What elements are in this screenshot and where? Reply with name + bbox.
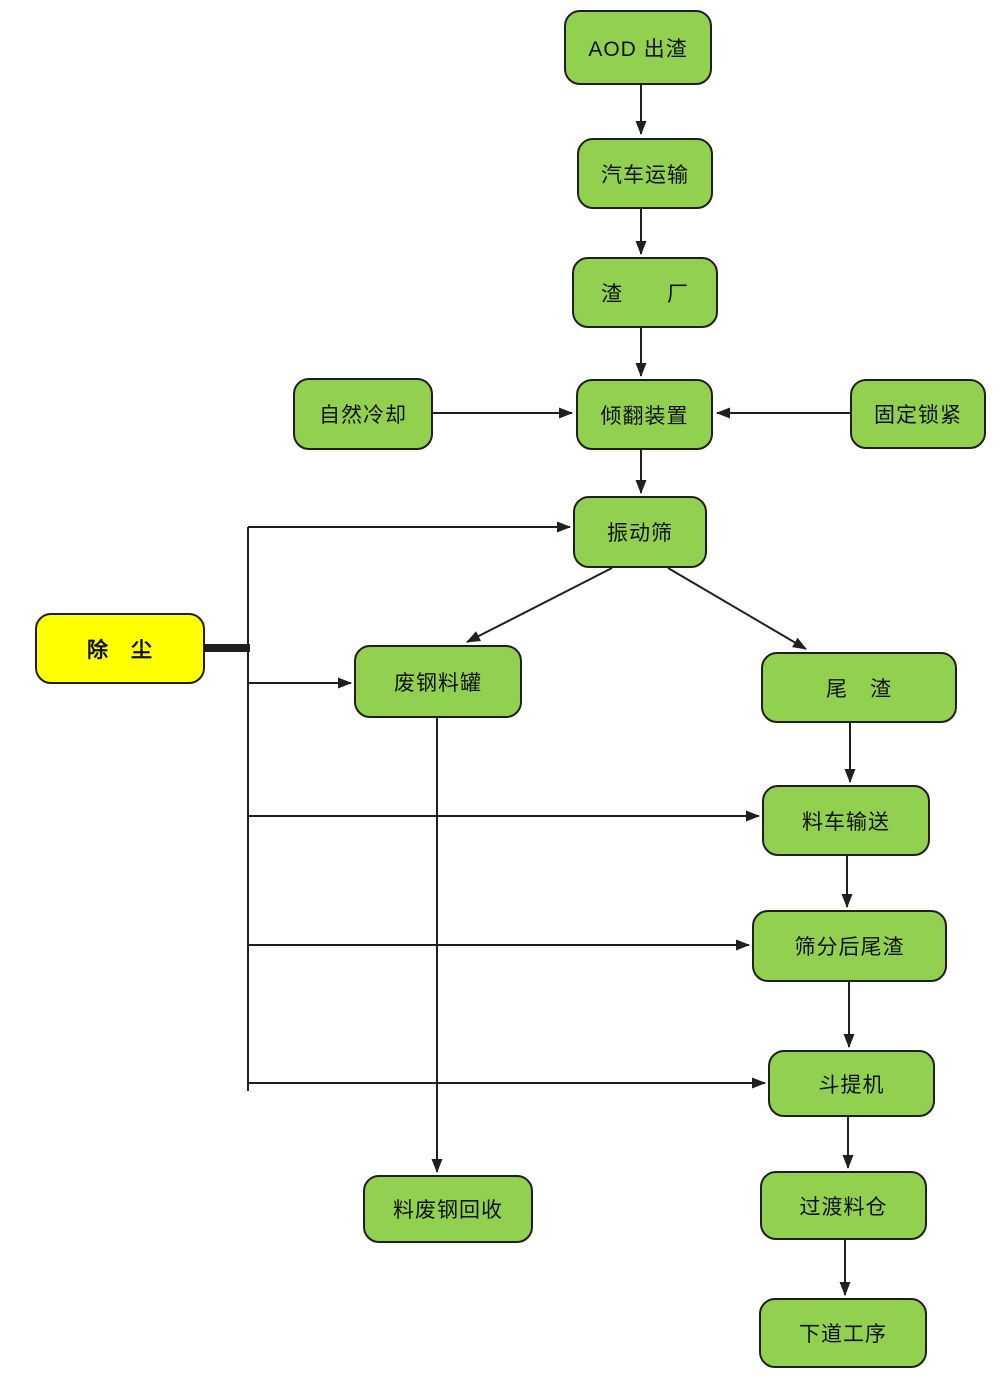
connector-screen-to-scrap-tank <box>466 567 613 643</box>
node-scrap-steel-recycle-label: 料废钢回收 <box>393 1199 503 1222</box>
node-next-process-label: 下道工序 <box>799 1323 887 1346</box>
node-aod-slag-discharge-label: AOD 出渣 <box>588 37 688 61</box>
connector-screen-to-tail-slag <box>667 567 807 650</box>
node-truck-transport-label: 汽车运输 <box>601 163 689 187</box>
node-next-process: 下道工序 <box>759 1298 927 1368</box>
node-aod-slag-discharge: AOD 出渣 <box>564 10 712 85</box>
node-scrap-steel-recycle: 料废钢回收 <box>363 1175 533 1243</box>
node-scrap-steel-tank-label: 废钢料罐 <box>394 671 482 695</box>
node-tail-slag: 尾 渣 <box>761 652 957 723</box>
node-slag-yard-label: 渣 厂 <box>601 282 689 306</box>
node-slag-yard: 渣 厂 <box>572 257 718 328</box>
node-transition-bin: 过渡料仓 <box>760 1171 927 1240</box>
node-vibrating-screen: 振动筛 <box>573 496 707 568</box>
node-car-transport: 料车输送 <box>762 785 930 856</box>
node-dust-removal-label: 除 尘 <box>87 638 153 662</box>
node-natural-cooling: 自然冷却 <box>293 378 433 450</box>
node-car-transport-label: 料车输送 <box>802 810 890 834</box>
node-bucket-elevator-label: 斗提机 <box>818 1073 885 1097</box>
node-truck-transport: 汽车运输 <box>577 138 713 209</box>
node-bucket-elevator: 斗提机 <box>768 1050 935 1117</box>
node-fixed-locking: 固定锁紧 <box>850 379 986 449</box>
node-tail-slag-label: 尾 渣 <box>826 677 892 701</box>
node-scrap-steel-tank: 废钢料罐 <box>354 645 522 718</box>
node-natural-cooling-label: 自然冷却 <box>319 404 407 427</box>
node-transition-bin-label: 过渡料仓 <box>799 1195 888 1219</box>
node-vibrating-screen-label: 振动筛 <box>607 522 673 545</box>
node-tilting-device-label: 倾翻装置 <box>600 404 689 428</box>
node-dust-removal: 除 尘 <box>35 613 205 684</box>
node-fixed-locking-label: 固定锁紧 <box>874 404 962 427</box>
node-screened-tail-slag: 筛分后尾渣 <box>752 910 947 982</box>
node-screened-tail-slag-label: 筛分后尾渣 <box>794 936 905 959</box>
node-tilting-device: 倾翻装置 <box>576 379 713 450</box>
